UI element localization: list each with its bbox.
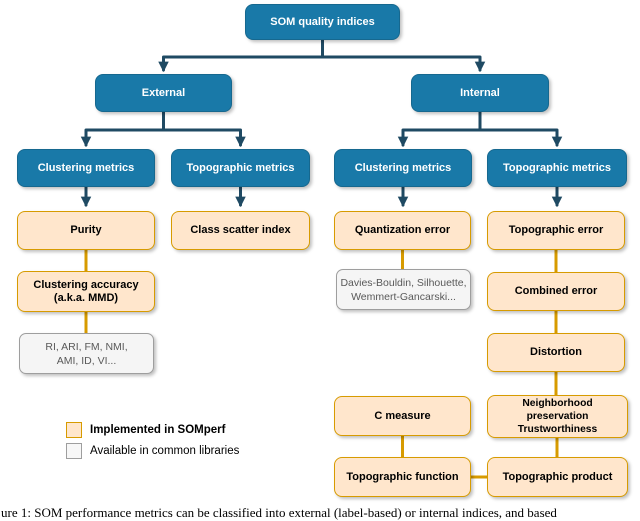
node-label: Topographic product [502,470,613,483]
node-external-library-metrics: RI, ARI, FM, NMI, AMI, ID, VI... [19,333,154,374]
legend-item-implemented: Implemented in SOMperf [66,422,225,438]
node-label: Topographic metrics [186,161,295,174]
edge-root-external [158,38,324,73]
node-label: Wemmert-Gancarski... [351,290,456,303]
node-label: SOM quality indices [270,15,375,28]
node-label: Distortion [530,346,582,358]
node-label: Combined error [514,285,598,297]
node-label: (a.k.a. MMD) [53,291,119,304]
node-external: External [95,74,232,112]
node-internal-library-metrics: Davies-Bouldin, Silhouette, Wemmert-Ganc… [336,269,471,310]
figure-caption: ure 1: SOM performance metrics can be cl… [1,505,557,520]
node-internal: Internal [411,74,549,112]
node-topographic-function: Topographic function [334,457,471,497]
node-distortion: Distortion [487,333,625,372]
legend-item-available: Available in common libraries [66,443,239,459]
node-internal-clustering-metrics: Clustering metrics [334,149,472,187]
edge-internal-topographic [478,110,563,148]
node-label: Trustworthiness [517,424,598,435]
node-label: External [141,86,186,99]
node-label: Topographic metrics [503,161,611,174]
edge-external-topographic [162,110,246,148]
node-label: Clustering metrics [354,161,452,174]
node-label: Topographic function [346,470,459,483]
legend-label-available: Available in common libraries [90,445,240,457]
node-label: Class scatter index [190,224,291,236]
node-topographic-product: Topographic product [487,457,628,497]
node-topographic-error: Topographic error [487,211,625,250]
node-label: Davies-Bouldin, Silhouette, [340,276,467,289]
edge-internal-clustering [397,110,482,148]
edge-root-internal [321,38,486,73]
legend-label-implemented: Implemented in SOMperf [90,424,226,436]
edge-external-clustering [80,110,165,148]
node-label: C measure [374,409,431,422]
node-purity: Purity [17,211,155,250]
node-c-measure: C measure [334,396,471,436]
node-combined-error: Combined error [487,272,625,311]
node-label: AMI, ID, VI... [56,354,117,367]
implemented-swatch [66,422,82,438]
node-external-topographic-metrics: Topographic metrics [171,149,310,187]
node-label: Quantization error [354,224,451,236]
node-internal-topographic-metrics: Topographic metrics [487,149,627,187]
node-label: RI, ARI, FM, NMI, [45,340,128,353]
node-label: Internal [460,86,500,99]
node-clustering-accuracy: Clustering accuracy (a.k.a. MMD) [17,271,155,312]
node-label: Neighborhood preservation [522,398,593,422]
node-label: Clustering accuracy [33,278,139,291]
node-label: Clustering metrics [37,161,135,174]
node-external-clustering-metrics: Clustering metrics [17,149,155,187]
node-class-scatter-index: Class scatter index [171,211,310,250]
node-som-quality-indices: SOM quality indices [245,4,400,40]
node-label: Topographic error [508,224,604,236]
node-neighborhood-preservation: Neighborhood preservation Trustworthines… [487,395,628,438]
node-quantization-error: Quantization error [334,211,471,250]
available-swatch [66,443,82,459]
node-label: Purity [70,224,102,236]
